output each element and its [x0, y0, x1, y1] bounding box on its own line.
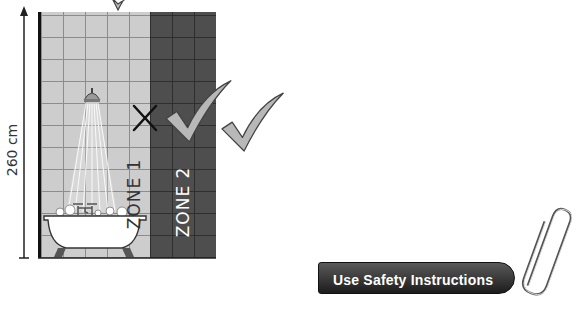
check-mark	[222, 93, 283, 151]
safety-badge: Use Safety Instructions	[318, 262, 515, 294]
zone-label: ZONE 2	[173, 167, 193, 238]
check-mark	[166, 81, 231, 142]
bathtub	[44, 204, 146, 257]
zone-band: ZONE 1	[38, 12, 150, 258]
dimension-line	[19, 6, 29, 258]
zone-band: ZONE 2	[150, 12, 216, 258]
check-mark	[112, 0, 130, 10]
paper-clip	[520, 205, 574, 298]
dimension-text: 260 cm	[4, 122, 20, 179]
badge-text: Use Safety Instructions	[333, 272, 493, 288]
zone-label: ZONE 1	[124, 159, 144, 230]
shower-head	[84, 88, 100, 102]
water-spray	[66, 103, 117, 212]
floor-line	[38, 257, 216, 259]
cross-mark	[134, 106, 156, 130]
